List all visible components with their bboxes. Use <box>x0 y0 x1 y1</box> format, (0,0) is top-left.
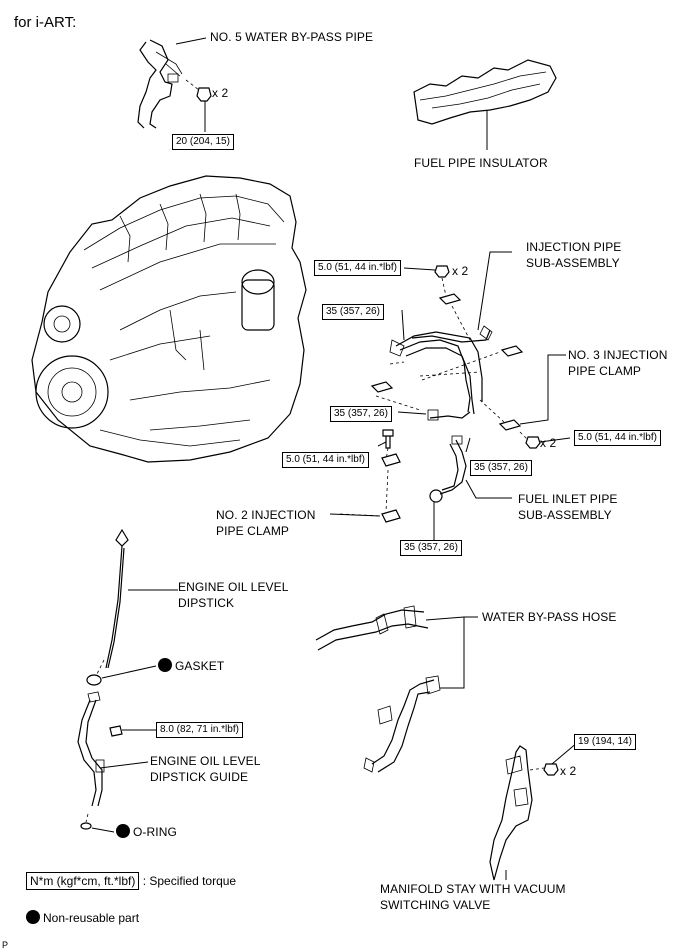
label-gasket: GASKET <box>158 658 224 674</box>
gasket-text: GASKET <box>175 659 225 673</box>
legend-torque: N*m (kgf*cm, ft.*lbf) : Specified torque <box>26 872 237 890</box>
label-no2-clamp-2: PIPE CLAMP <box>216 524 290 538</box>
torque-injection-a: 35 (357, 26) <box>322 304 384 320</box>
label-dipstick-2: DIPSTICK <box>178 596 235 610</box>
label-manifold-stay: MANIFOLD STAY WITH VACUUM <box>380 882 566 896</box>
label-no2-clamp: NO. 2 INJECTION <box>216 508 316 522</box>
water-bypass-hose-part <box>315 605 441 773</box>
torque-bypass-pipe: 20 (204, 15) <box>172 134 234 150</box>
qty-manifold-bolts: x 2 <box>560 764 577 778</box>
legend-torque-text: : Specified torque <box>142 874 237 888</box>
label-no5-water-bypass-pipe: NO. 5 WATER BY-PASS PIPE <box>210 30 374 44</box>
label-fuel-inlet-pipe-sub: SUB-ASSEMBLY <box>518 508 612 522</box>
torque-fuel-inlet-b: 35 (357, 26) <box>400 540 462 556</box>
manifold-stay-part <box>489 745 533 881</box>
o-ring-text: O-RING <box>133 825 177 839</box>
injection-pipe-part <box>389 325 493 421</box>
fuel-inlet-pipe-part <box>429 435 467 503</box>
water-bypass-pipe-part <box>137 39 183 129</box>
torque-no2-clamp: 5.0 (51, 44 in.*lbf) <box>282 452 369 468</box>
dipstick-guide-part <box>77 691 123 807</box>
torque-manifold-stay: 19 (194, 14) <box>574 734 636 750</box>
qty-bypass-bolts: x 2 <box>212 86 229 100</box>
nonreusable-dot-icon <box>158 658 172 672</box>
label-manifold-stay-2: SWITCHING VALVE <box>380 898 491 912</box>
label-dipstick-guide: ENGINE OIL LEVEL <box>150 754 261 768</box>
label-injection-pipe-sub: SUB-ASSEMBLY <box>526 256 620 270</box>
torque-no3-clamp: 5.0 (51, 44 in.*lbf) <box>574 430 661 446</box>
legend-nonreusable: Non-reusable part <box>26 910 139 925</box>
page-title: for i-ART: <box>14 14 77 31</box>
fuel-pipe-insulator-part <box>413 59 557 125</box>
qty-clamp-nuts: x 2 <box>540 436 557 450</box>
label-injection-pipe: INJECTION PIPE <box>526 240 622 254</box>
torque-injection-top: 5.0 (51, 44 in.*lbf) <box>314 260 401 276</box>
nuts-bolts <box>382 265 541 449</box>
torque-fuel-inlet-a: 35 (357, 26) <box>470 460 532 476</box>
label-no3-clamp-2: PIPE CLAMP <box>568 364 642 378</box>
label-fuel-inlet-pipe: FUEL INLET PIPE <box>518 492 618 506</box>
bolt-bypass <box>185 79 212 102</box>
label-fuel-pipe-insulator: FUEL PIPE INSULATOR <box>414 156 548 170</box>
qty-injection-nuts: x 2 <box>452 264 469 278</box>
nonreusable-dot-icon <box>26 910 40 924</box>
torque-injection-b: 35 (357, 26) <box>330 406 392 422</box>
pipe-clamps <box>370 293 524 523</box>
legend-torque-box: N*m (kgf*cm, ft.*lbf) <box>26 872 140 890</box>
label-o-ring: O-RING <box>116 824 177 840</box>
corner-mark: P <box>2 940 9 950</box>
engine-block <box>31 175 307 463</box>
torque-dipstick-guide: 8.0 (82, 71 in.*lbf) <box>156 722 243 738</box>
label-dipstick-guide-2: DIPSTICK GUIDE <box>150 770 249 784</box>
label-no3-clamp: NO. 3 INJECTION <box>568 348 668 362</box>
label-dipstick: ENGINE OIL LEVEL <box>178 580 289 594</box>
nonreusable-dot-icon <box>116 824 130 838</box>
dipstick-part <box>105 528 129 669</box>
legend-nonreusable-text: Non-reusable part <box>43 911 140 925</box>
label-water-bypass-hose: WATER BY-PASS HOSE <box>482 610 617 624</box>
